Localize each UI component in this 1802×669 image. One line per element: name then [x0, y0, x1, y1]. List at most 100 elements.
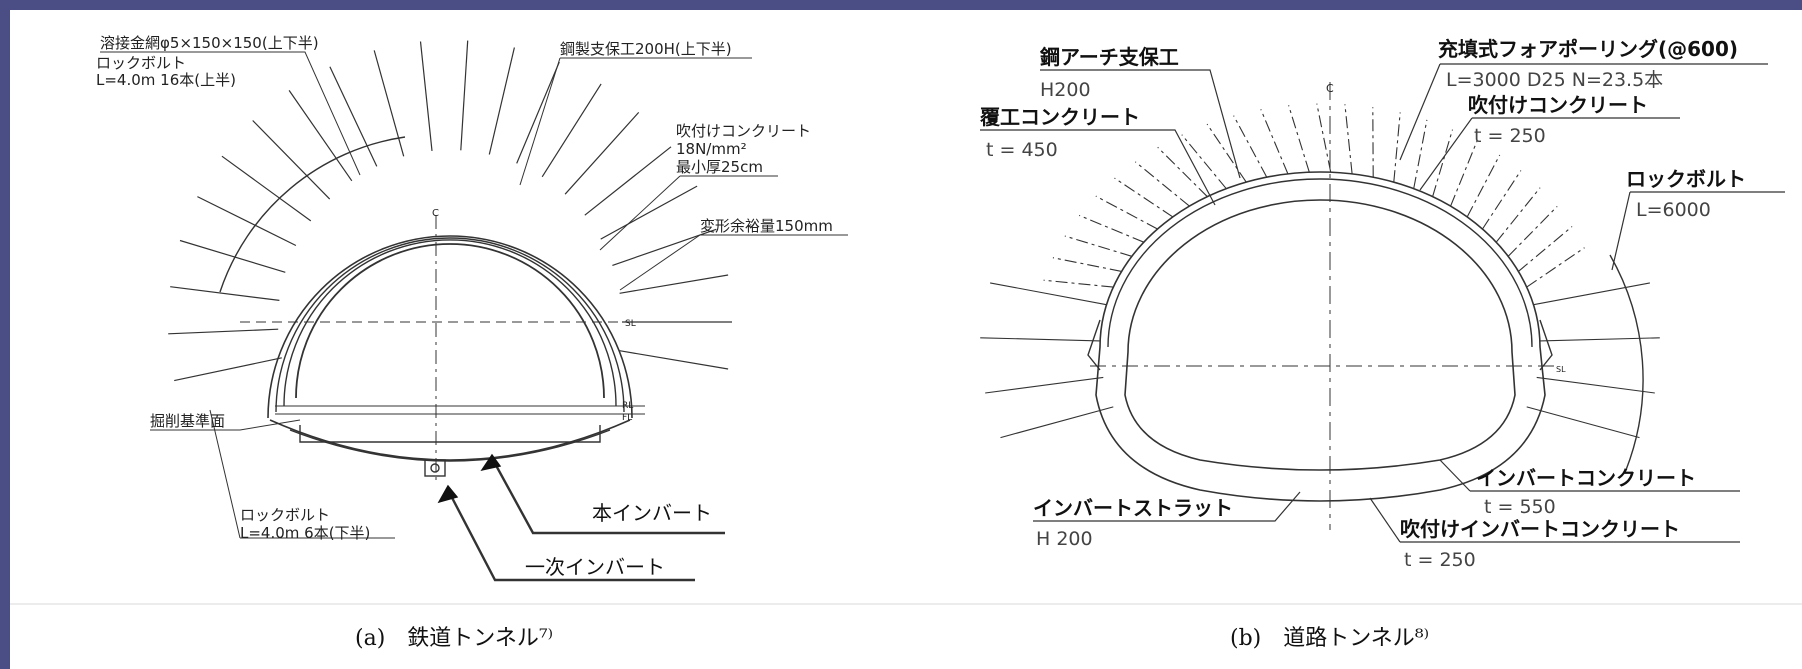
road-rockbolt-line: [1526, 406, 1640, 439]
rockbolt-line: [168, 328, 279, 335]
road-rockbolt-line: [985, 376, 1104, 394]
arrowhead-primary-invert: [437, 484, 459, 504]
rockbolt-line: [329, 66, 378, 167]
label-invert-concrete-spec: t = 550: [1484, 496, 1556, 518]
label-steel-support: 鋼製支保工200H(上下半): [560, 40, 732, 58]
rockbolt-line: [584, 146, 672, 216]
road-tunnel-outer: [1095, 171, 1546, 502]
leader-rockbolt-lower-tail: [209, 409, 241, 539]
leader-lining: [980, 129, 1216, 206]
road-tunnel-inner-lining: [1124, 199, 1516, 471]
road-rockbolt-range-arc: [1609, 254, 1644, 471]
forepoling-line: [1260, 109, 1289, 175]
label-centerline-b: C: [1326, 82, 1334, 95]
forepoling-line: [1157, 146, 1208, 198]
leader-shotcrete-invert-tail: [1369, 497, 1401, 543]
rockbolt-line: [174, 357, 282, 382]
label-shotcrete-invert: 吹付けインバートコンクリート: [1400, 517, 1680, 541]
label-forepoling-spec: L=3000 D25 N=23.5本: [1446, 69, 1663, 91]
invert-surface: [299, 425, 601, 443]
label-rockbolt-lower-title: ロックボルト: [240, 506, 330, 524]
leader-steel-arch: [1040, 69, 1241, 179]
label-rockbolt-lower-spec: L=4.0m 6本(下半): [240, 524, 370, 542]
rockbolt-line: [488, 47, 515, 155]
label-primary-invert: 一次インバート: [525, 555, 665, 579]
label-shotcrete-b-spec: t = 250: [1474, 125, 1546, 147]
forepoling-line: [1507, 206, 1558, 257]
rockbolts-group: [168, 40, 732, 382]
forepoling-line: [1316, 103, 1332, 173]
arrow-primary-invert: [446, 489, 695, 582]
tunnel-inner-lining: [295, 243, 605, 399]
arrowhead-main-invert: [480, 453, 502, 472]
label-wire-mesh: 溶接金網φ5×150×150(上下半): [100, 34, 319, 52]
primary-invert-curve: [269, 419, 631, 461]
leader-steel-support-tail: [519, 57, 561, 186]
label-rl-a: RL: [622, 401, 633, 411]
forepoling-line: [1233, 115, 1268, 178]
forepoling-line: [1450, 141, 1478, 207]
forepoling-line: [1432, 129, 1454, 197]
forepoling-line: [1466, 154, 1501, 218]
label-shotcrete-title: 吹付けコンクリート: [676, 122, 811, 140]
leader-rockbolt-b-tail: [1611, 191, 1631, 271]
leader-shotcrete-tail: [599, 175, 681, 251]
road-rockbolts-group: [980, 282, 1660, 439]
label-sl-a: SL: [625, 319, 636, 329]
forepoling-line: [1413, 119, 1428, 189]
drain-pipe: [430, 463, 440, 473]
forepoling-line: [1064, 235, 1132, 257]
label-invert-concrete: インバートコンクリート: [1476, 466, 1696, 490]
label-lining-spec: t = 450: [986, 139, 1058, 161]
label-excavation-base: 掘削基準面: [150, 412, 225, 430]
rockbolt-line: [541, 83, 602, 178]
rockbolt-range-arc: [219, 136, 406, 293]
road-side-notch-right: [1539, 319, 1553, 371]
forepoling-line: [1518, 226, 1573, 272]
forepoling-line: [1526, 247, 1585, 288]
label-steel-arch: 鋼アーチ支保工: [1040, 45, 1179, 69]
forepoling-line: [1114, 177, 1174, 218]
forepoling-line: [1078, 214, 1145, 243]
label-shotcrete-b: 吹付けコンクリート: [1468, 93, 1648, 117]
tunnel-outer-excavation: [267, 235, 633, 419]
leader-forepoling-tail: [1399, 63, 1441, 161]
label-lining: 覆工コンクリート: [979, 105, 1140, 129]
forepoling-line: [1095, 195, 1158, 230]
center-drain: [424, 459, 446, 477]
rockbolt-line: [170, 286, 280, 301]
forepoling-line: [1288, 105, 1310, 173]
forepoling-line: [1181, 134, 1227, 190]
forepoling-line: [1482, 170, 1522, 230]
main-invert-curve: [289, 429, 611, 462]
forepoling-line: [1052, 257, 1122, 272]
road-rockbolt-line: [980, 337, 1101, 342]
label-main-invert: 本インバート: [592, 501, 712, 525]
rockbolt-line: [221, 155, 312, 222]
steel-support-ring: [275, 237, 625, 413]
label-rockbolt-b-spec: L=6000: [1636, 199, 1711, 221]
leader-invert-concrete-tail: [1439, 459, 1471, 492]
label-shotcrete-strength: 18N/mm²: [676, 140, 747, 158]
rockbolt-line: [600, 185, 698, 240]
label-centerline-a: C: [432, 208, 439, 219]
road-tunnel-arch-ring: [1107, 178, 1533, 348]
road-rockbolt-line: [1539, 337, 1660, 342]
arrow-main-invert: [490, 457, 725, 535]
road-rockbolt-line: [989, 282, 1107, 306]
leader-wire-mesh: [100, 51, 361, 176]
road-tunnel-diagram: 鋼アーチ支保工 H200 充填式フォアポーリング(@600) L=3000 D2…: [979, 37, 1785, 571]
label-fl-a: FL: [622, 413, 632, 423]
road-rockbolt-line: [1536, 376, 1655, 394]
caption-a: (a) 鉄道トンネル⁷⁾: [355, 626, 553, 651]
leader-deformation-tail: [619, 234, 701, 291]
label-sl-b: SL: [1556, 365, 1566, 374]
rockbolt-line: [419, 41, 433, 151]
rockbolt-line: [197, 196, 297, 247]
label-rockbolt-upper-title: ロックボルト: [96, 54, 186, 72]
forepoling-group: [1043, 103, 1585, 288]
forepoling-line: [1495, 187, 1541, 243]
rockbolt-line: [179, 239, 286, 273]
rockbolt-line: [516, 61, 560, 164]
